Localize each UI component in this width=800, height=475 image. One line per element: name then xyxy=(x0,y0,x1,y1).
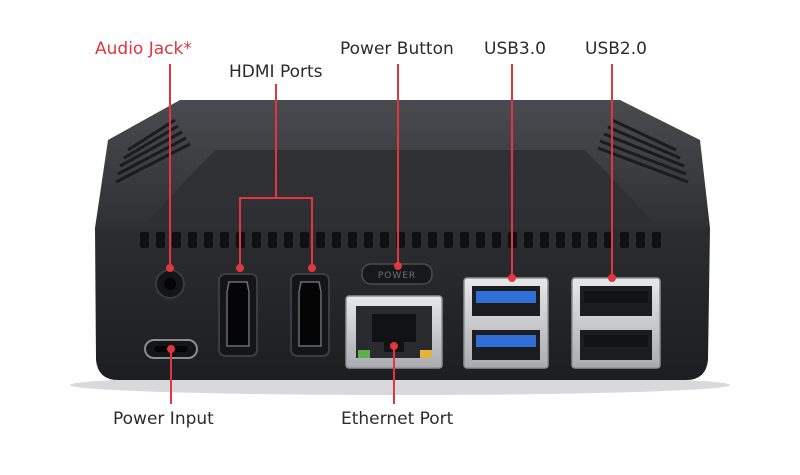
case-top-bevel xyxy=(140,150,660,228)
label-audio-jack: Audio Jack* xyxy=(95,39,192,59)
label-hdmi-ports: HDMI Ports xyxy=(229,62,323,82)
label-power-input: Power Input xyxy=(113,409,214,429)
leader-dots xyxy=(166,262,616,353)
power-button-engraving: POWER xyxy=(378,271,416,281)
front-vent-slots xyxy=(140,232,661,248)
ethernet-port xyxy=(345,295,443,369)
label-usb2: USB2.0 xyxy=(585,39,647,59)
usb2-ports xyxy=(571,277,661,369)
label-ethernet-port: Ethernet Port xyxy=(341,409,454,429)
label-power-button: Power Button xyxy=(340,39,454,59)
audio-jack-port xyxy=(155,269,185,299)
usb3-ports xyxy=(463,277,549,369)
leader-lines xyxy=(169,64,613,404)
label-usb3: USB3.0 xyxy=(484,39,546,59)
hdmi-port-2 xyxy=(290,273,330,357)
hdmi-port-1 xyxy=(218,273,258,357)
